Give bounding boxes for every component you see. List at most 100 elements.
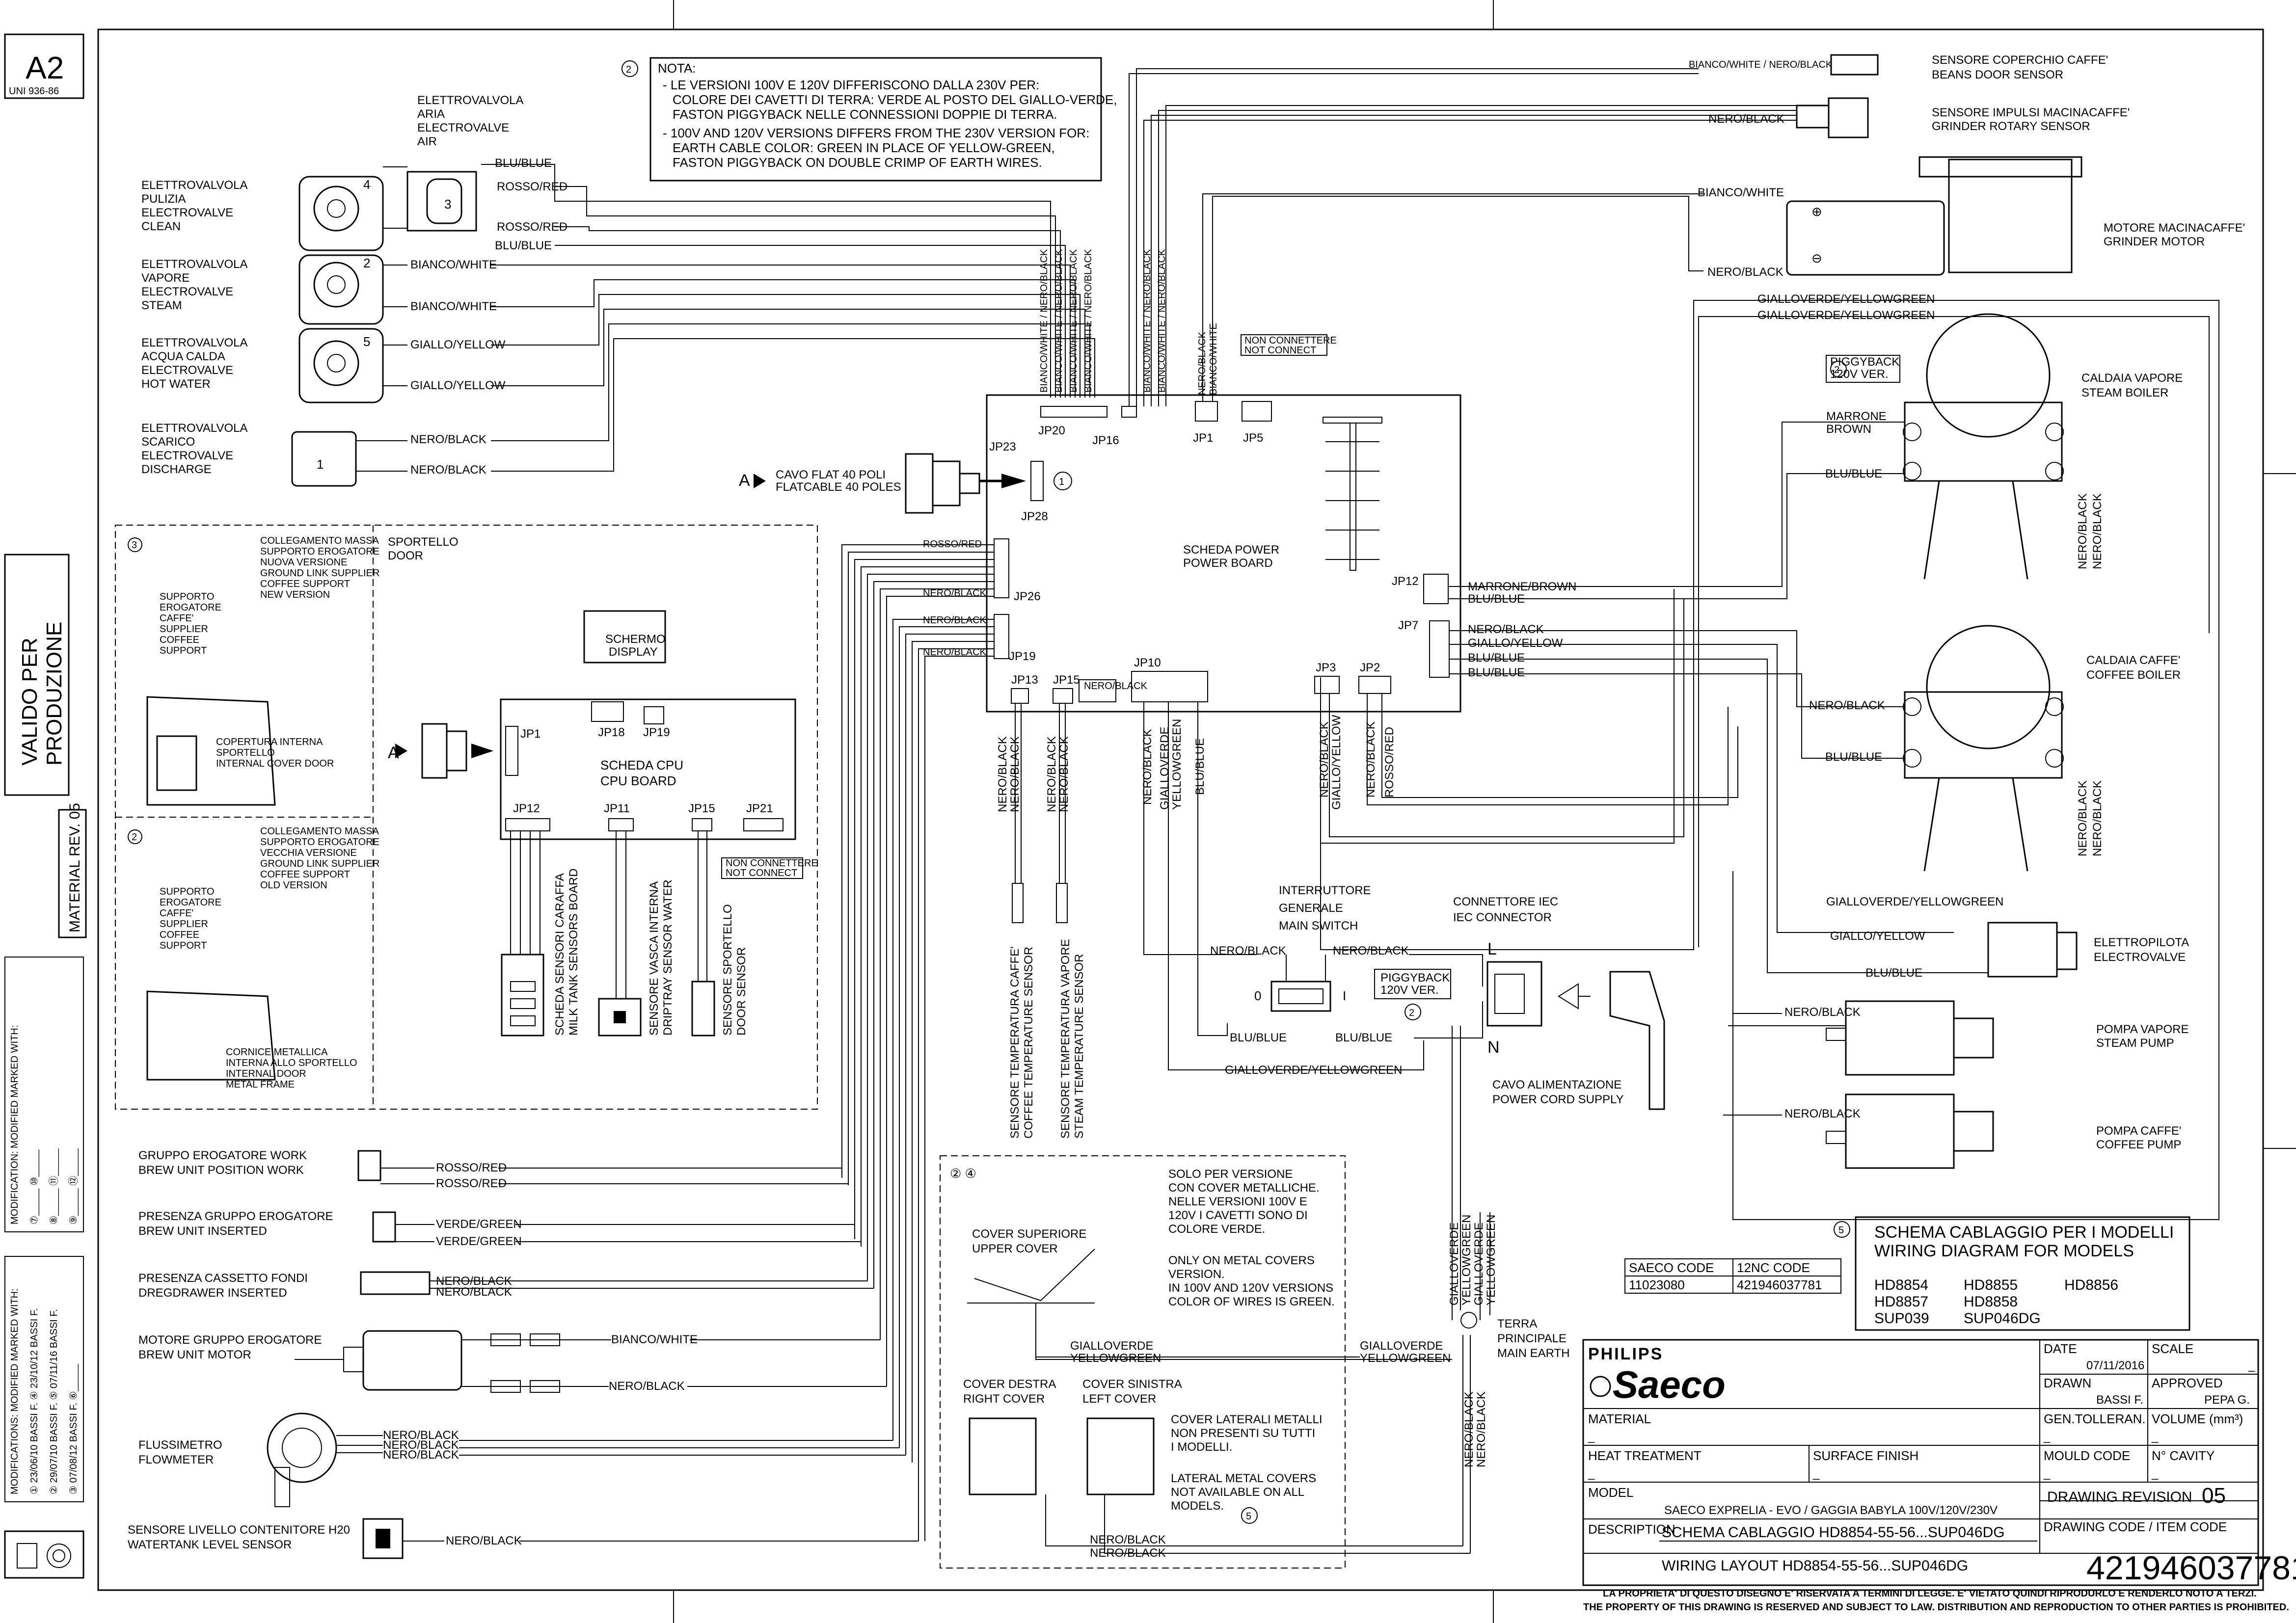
svg-text:A: A xyxy=(388,744,399,762)
svg-text:MODELS.: MODELS. xyxy=(1171,1499,1224,1513)
svg-text:GIALLOVERDE: GIALLOVERDE xyxy=(1070,1339,1153,1353)
svg-text:POMPA CAFFE': POMPA CAFFE' xyxy=(2096,1124,2182,1138)
svg-text:COFFEE: COFFEE xyxy=(160,635,199,645)
svg-text:JP19: JP19 xyxy=(643,726,670,739)
svg-text:MAIN EARTH: MAIN EARTH xyxy=(1497,1347,1570,1360)
svg-text:ROSSO/RED: ROSSO/RED xyxy=(1383,727,1396,798)
svg-text:GIALLO/YELLOW: GIALLO/YELLOW xyxy=(1468,637,1563,650)
svg-text:NERO/BLACK: NERO/BLACK xyxy=(410,433,486,446)
svg-text:DRIPTRAY SENSOR WATER: DRIPTRAY SENSOR WATER xyxy=(661,879,675,1036)
svg-text:JP3: JP3 xyxy=(1316,661,1336,674)
svg-text:ELECTROVALVE: ELECTROVALVE xyxy=(2094,951,2186,964)
svg-text:JP5: JP5 xyxy=(1243,431,1263,445)
svg-text:GEN.TOLLERAN.: GEN.TOLLERAN. xyxy=(2044,1411,2146,1426)
svg-text:ROSSO/RED: ROSSO/RED xyxy=(436,1177,507,1190)
svg-text:MAIN SWITCH: MAIN SWITCH xyxy=(1279,919,1358,932)
beans-door-sensor: SENSORE COPERCHIO CAFFE' BEANS DOOR SENS… xyxy=(1830,53,2108,81)
svg-text:ELETTROVALVOLA: ELETTROVALVOLA xyxy=(141,422,248,435)
svg-text:JP1: JP1 xyxy=(520,727,540,741)
svg-text:FLATCABLE 40 POLES: FLATCABLE 40 POLES xyxy=(776,480,901,494)
svg-text:WIRING LAYOUT HD8854-55-56...S: WIRING LAYOUT HD8854-55-56...SUP046DG xyxy=(1662,1558,1968,1574)
svg-text:CALDAIA VAPORE: CALDAIA VAPORE xyxy=(2081,372,2183,385)
svg-text:COVER LATERALI METALLI: COVER LATERALI METALLI xyxy=(1171,1413,1323,1426)
door-dashed-area: SPORTELLO DOOR xyxy=(115,525,818,1110)
svg-text:NERO/BLACK: NERO/BLACK xyxy=(1784,1107,1861,1120)
svg-text:NERO/BLACK: NERO/BLACK xyxy=(1707,266,1783,279)
note-line5: EARTH CABLE COLOR: GREEN IN PLACE OF YEL… xyxy=(673,140,1055,155)
svg-text:STEAM PUMP: STEAM PUMP xyxy=(2096,1037,2174,1050)
svg-text:SUPPLIER: SUPPLIER xyxy=(160,919,208,930)
svg-text:JP7: JP7 xyxy=(1398,619,1418,632)
svg-text:ONLY ON METAL COVERS: ONLY ON METAL COVERS xyxy=(1168,1254,1315,1267)
steam-boiler: 2 PIGGYBACK 120V VER. CALDAIA VAPORE STE… xyxy=(1825,313,2183,580)
grinder-rotary-sensor: SENSORE IMPULSI MACINACAFFE' GRINDER ROT… xyxy=(1796,97,2130,138)
svg-text:3: 3 xyxy=(132,540,137,551)
svg-text:COFFEE SUPPORT: COFFEE SUPPORT xyxy=(260,869,350,880)
flat-cable: A CAVO FLAT 40 POLI FLATCABLE 40 POLES xyxy=(739,453,1026,514)
mods2-row3: ③ 07/08/12 BASSI F. ⑥_____ xyxy=(68,1363,79,1494)
svg-text:ELETTROVALVOLA: ELETTROVALVOLA xyxy=(141,179,248,192)
svg-text:COFFEE TEMPERATURE SENSOR: COFFEE TEMPERATURE SENSOR xyxy=(1022,947,1035,1139)
jp10-wires: NERO/BLACK GIALLOVERDE YELLOWGREEN BLU/B… xyxy=(1141,702,1424,1077)
svg-text:YELLOWGREEN: YELLOWGREEN xyxy=(1460,1215,1473,1305)
svg-text:120V I CAVETTI SONO DI: 120V I CAVETTI SONO DI xyxy=(1168,1209,1308,1222)
svg-text:BREW UNIT INSERTED: BREW UNIT INSERTED xyxy=(138,1224,267,1238)
svg-text:STEAM TEMPERATURE SENSOR: STEAM TEMPERATURE SENSOR xyxy=(1073,954,1086,1139)
mods2-row2: ② 29/07/10 BASSI F. ⑤ 07/11/16 BASSI F. xyxy=(49,1309,59,1494)
svg-text:SENSORE LIVELLO CONTENITORE H2: SENSORE LIVELLO CONTENITORE H20 xyxy=(128,1523,350,1537)
svg-text:JP15: JP15 xyxy=(688,802,715,815)
elettropilota: GIALLO/YELLOW BLU/BLUE ELETTROPILOTA ELE… xyxy=(1830,922,2189,980)
svg-text:HD8858: HD8858 xyxy=(1964,1294,2018,1310)
drawing-code: 421946037781 xyxy=(2086,1549,2296,1587)
svg-text:ELETTROVALVOLA: ELETTROVALVOLA xyxy=(141,258,248,271)
svg-text:SPORTELLO: SPORTELLO xyxy=(216,747,275,758)
svg-text:CONNETTORE IEC: CONNETTORE IEC xyxy=(1453,895,1558,908)
svg-text:SCHEMA CABLAGGIO PER I MODELLI: SCHEMA CABLAGGIO PER I MODELLI xyxy=(1874,1223,2174,1242)
svg-text:_: _ xyxy=(1588,1430,1595,1443)
svg-text:GIALLOVERDE: GIALLOVERDE xyxy=(1158,727,1171,810)
svg-text:NERO/BLACK: NERO/BLACK xyxy=(923,615,987,626)
svg-text:JP15: JP15 xyxy=(1053,673,1080,687)
svg-text:VOLUME (mm³): VOLUME (mm³) xyxy=(2152,1411,2243,1426)
svg-text:IEC CONNECTOR: IEC CONNECTOR xyxy=(1453,911,1552,924)
projection-symbol-icon xyxy=(17,1543,71,1569)
svg-text:BIANCO/WHITE: BIANCO/WHITE xyxy=(410,300,497,313)
valve-air: ELETTROVALVOLA ARIA ELECTROVALVE AIR 3 xyxy=(406,94,524,232)
valve-wires xyxy=(356,164,1095,472)
svg-text:JP20: JP20 xyxy=(1038,424,1065,437)
svg-text:BIANCO/WHITE: BIANCO/WHITE xyxy=(1208,323,1219,395)
note-line4: - 100V AND 120V VERSIONS DIFFERS FROM TH… xyxy=(663,126,1089,140)
svg-text:BIANCO/WHITE / NERO/BLACK: BIANCO/WHITE / NERO/BLACK xyxy=(1157,249,1167,393)
svg-text:4: 4 xyxy=(363,177,370,192)
svg-text:HD8856: HD8856 xyxy=(2064,1277,2118,1293)
svg-text:SENSORE COPERCHIO CAFFE': SENSORE COPERCHIO CAFFE' xyxy=(1932,53,2108,67)
svg-text:PRESENZA GRUPPO EROGATORE: PRESENZA GRUPPO EROGATORE xyxy=(138,1210,333,1223)
brew-unit-inserted-switch: PRESENZA GRUPPO EROGATORE BREW UNIT INSE… xyxy=(138,1210,861,1248)
svg-text:STEAM: STEAM xyxy=(141,299,182,312)
heatsink-icon xyxy=(1323,417,1382,571)
svg-text:5: 5 xyxy=(1838,1225,1844,1236)
svg-text:L: L xyxy=(1487,940,1497,958)
svg-text:NERO/BLACK: NERO/BLACK xyxy=(1318,721,1331,798)
svg-text:GIALLOVERDE/YELLOWGREEN: GIALLOVERDE/YELLOWGREEN xyxy=(1225,1064,1402,1077)
svg-text:SUPPORT: SUPPORT xyxy=(160,645,207,656)
svg-text:GROUND LINK SUPPLIER: GROUND LINK SUPPLIER xyxy=(260,858,379,869)
svg-text:PEPA G.: PEPA G. xyxy=(2204,1393,2250,1407)
sheet-frame xyxy=(97,0,2296,1623)
svg-text:HEAT TREATMENT: HEAT TREATMENT xyxy=(1588,1448,1702,1463)
power-board: SCHEDA POWER POWER BOARD JP20 JP16 JP1 J… xyxy=(986,334,1461,713)
svg-text:DRAWING REVISION: DRAWING REVISION xyxy=(2047,1489,2192,1505)
svg-text:NERO/BLACK: NERO/BLACK xyxy=(1784,1006,1861,1019)
svg-text:NERO/BLACK: NERO/BLACK xyxy=(446,1534,522,1547)
svg-text:INTERNAL COVER DOOR: INTERNAL COVER DOOR xyxy=(216,758,334,769)
svg-text:PRINCIPALE: PRINCIPALE xyxy=(1497,1332,1567,1345)
svg-text:AIR: AIR xyxy=(417,135,437,148)
svg-text:HOT WATER: HOT WATER xyxy=(141,377,211,391)
svg-text:07/11/2016: 07/11/2016 xyxy=(2086,1359,2144,1372)
svg-text:GROUND LINK SUPPLIER: GROUND LINK SUPPLIER xyxy=(260,568,379,579)
svg-text:COLORE VERDE.: COLORE VERDE. xyxy=(1168,1223,1265,1236)
svg-text:MOTORE MACINACAFFE': MOTORE MACINACAFFE' xyxy=(2104,221,2245,235)
svg-text:ROSSO/RED: ROSSO/RED xyxy=(436,1161,507,1174)
svg-text:INTERNA ALLO SPORTELLO: INTERNA ALLO SPORTELLO xyxy=(226,1058,357,1068)
